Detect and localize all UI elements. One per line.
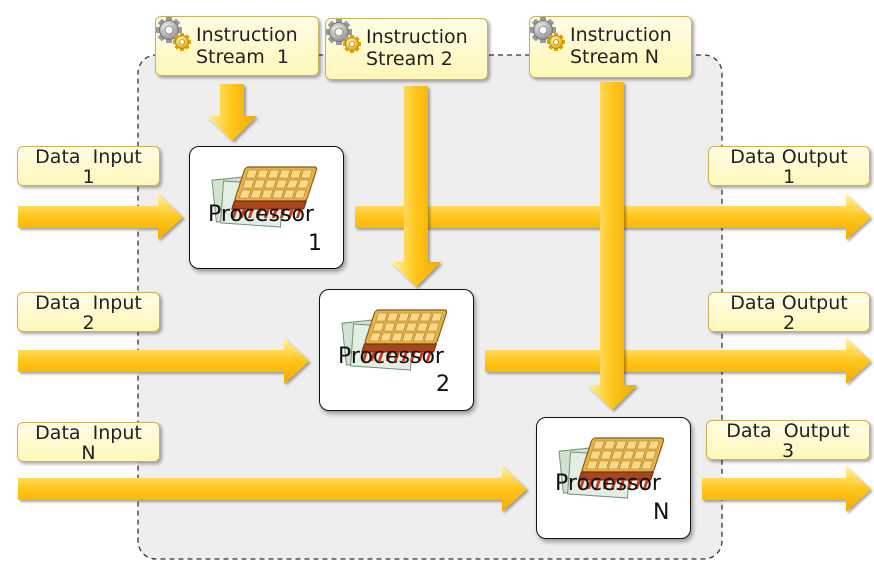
chip-icon bbox=[555, 426, 665, 506]
data-output-2-label: Data Output 2 bbox=[708, 292, 870, 334]
data-input-1-label: Data Input 1 bbox=[17, 146, 160, 188]
chip-icon bbox=[338, 298, 448, 378]
processor-name: Processor bbox=[555, 471, 661, 496]
data-input-n-label: Data Input N bbox=[17, 422, 160, 464]
label-line-2: 1 bbox=[82, 166, 95, 188]
label-line-2: 1 bbox=[782, 166, 796, 188]
label-line-1: Instruction bbox=[196, 24, 298, 46]
label-line-2: 2 bbox=[782, 312, 796, 334]
label-line-1: Data Input bbox=[35, 292, 142, 314]
gear-icon bbox=[156, 17, 191, 51]
instruction-stream-2-label: Instruction Stream 2 bbox=[325, 18, 488, 80]
instruction-arrow-n bbox=[587, 82, 637, 410]
data-input-2-label: Data Input 2 bbox=[17, 292, 160, 334]
processor-index: N bbox=[653, 500, 670, 525]
processor-n: Processor N bbox=[536, 417, 691, 539]
processor-name: Processor bbox=[208, 202, 314, 227]
label-line-1: Data Input bbox=[35, 146, 142, 168]
instruction-stream-1-label: Instruction Stream 1 bbox=[155, 16, 319, 76]
gear-icon bbox=[326, 19, 361, 53]
instruction-arrow-2 bbox=[391, 86, 441, 287]
input-arrow-2 bbox=[18, 338, 309, 384]
label-line-2: 2 bbox=[82, 312, 95, 334]
processor-index: 2 bbox=[436, 372, 450, 397]
processor-2: Processor 2 bbox=[319, 289, 474, 411]
data-output-3-label: Data Output 3 bbox=[706, 420, 870, 462]
label-line-1: Data Input bbox=[35, 422, 142, 444]
instruction-stream-n-label: Instruction Stream N bbox=[529, 16, 692, 78]
label-line-1: Data Output bbox=[730, 292, 848, 314]
label-line-2: N bbox=[81, 442, 96, 464]
label-line-2: Stream N bbox=[570, 46, 659, 68]
input-arrow-n bbox=[18, 466, 527, 512]
output-arrow-3 bbox=[702, 466, 871, 512]
label-line-2: 3 bbox=[781, 440, 795, 462]
label-line-1: Data Output bbox=[730, 146, 848, 168]
input-arrow-1 bbox=[18, 194, 183, 240]
chip-icon bbox=[208, 155, 318, 235]
data-output-1-label: Data Output 1 bbox=[708, 146, 870, 188]
label-line-1: Instruction bbox=[570, 24, 672, 46]
processor-index: 1 bbox=[308, 231, 322, 256]
label-line-1: Data Output bbox=[726, 420, 850, 442]
label-line-1: Instruction bbox=[366, 26, 468, 48]
gear-icon bbox=[530, 17, 565, 51]
label-line-2: Stream 1 bbox=[196, 46, 289, 68]
instruction-arrow-1 bbox=[207, 84, 257, 141]
processor-1: Processor 1 bbox=[189, 146, 344, 269]
output-arrow-2 bbox=[485, 338, 871, 384]
processor-name: Processor bbox=[338, 344, 444, 369]
label-line-2: Stream 2 bbox=[366, 48, 453, 70]
